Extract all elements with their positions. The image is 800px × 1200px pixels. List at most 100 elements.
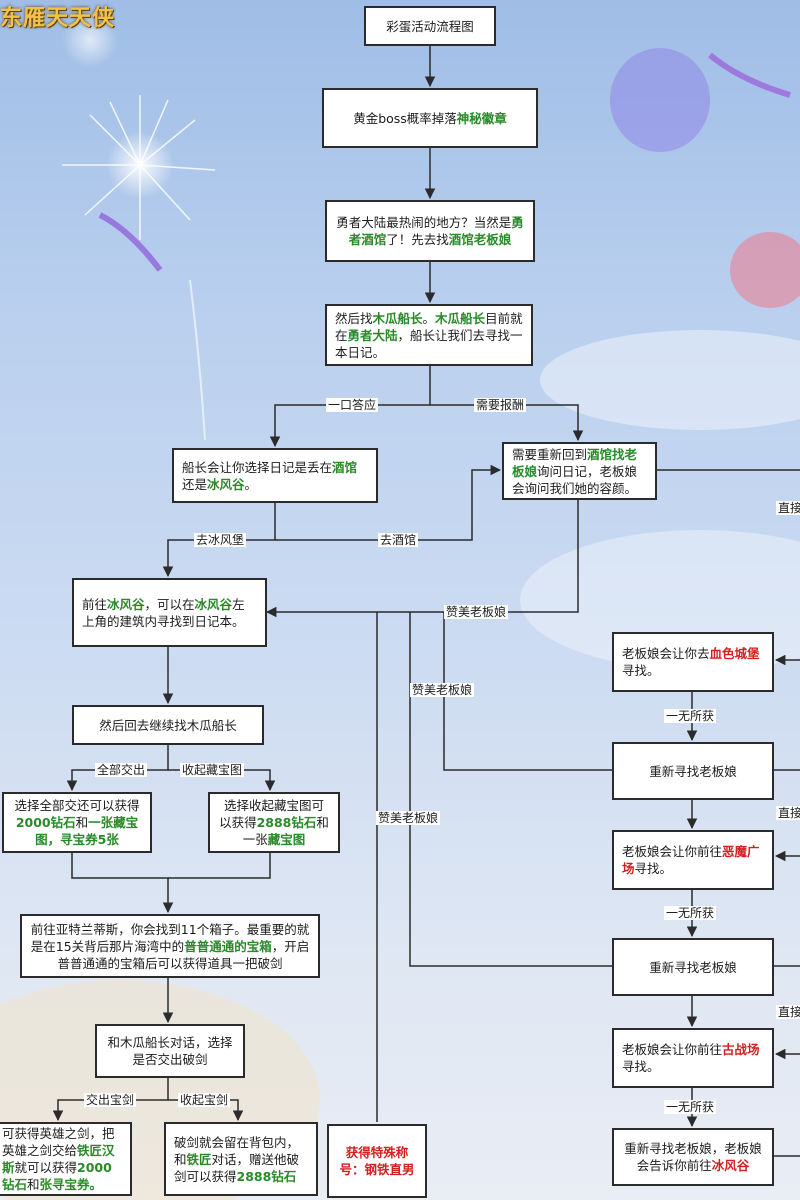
node-text-segment: 老板娘会让你前往 (622, 1042, 723, 1057)
node-text-segment: ，可以在 (144, 596, 195, 612)
flow-node-atlantis: 前往亚特兰蒂斯，你会找到11个箱子。最重要的就是在15关背后那片海湾中的普普通通… (20, 914, 320, 978)
pink-balloon (730, 232, 800, 308)
node-text-segment: 彩蛋活动流程图 (386, 18, 474, 34)
node-text-segment: 老板娘会让你前往 (622, 844, 723, 859)
flow-node-title: 彩蛋活动流程图 (364, 6, 496, 46)
node-text-segment: 破剑就会留在背包内，和 (174, 1134, 300, 1167)
node-text-segment: 古战场 (722, 1042, 760, 1057)
node-text-segment: 寻找。 (622, 663, 660, 678)
purple-balloon (610, 48, 710, 152)
node-text-segment: 木瓜船长 (372, 310, 423, 326)
flow-node-search-again-1: 重新寻找老板娘 (612, 742, 774, 800)
node-text-segment: 重新寻找老板娘 (649, 763, 737, 779)
flow-node-back-to-captain: 然后回去继续找木瓜船长 (72, 705, 264, 745)
node-text-segment: 和 (75, 815, 89, 830)
node-text-segment: 2888钻石 (236, 1168, 297, 1184)
node-text-segment: 铁匠 (186, 1151, 212, 1167)
node-text-segment: 前往 (82, 596, 108, 612)
node-text-segment: 神秘徽章 (456, 110, 507, 126)
edge-label-praise-3: 赞美老板娘 (376, 811, 441, 825)
node-text-segment: 黄金boss概率掉落 (353, 110, 457, 126)
edge-label-reward: 需要报酬 (474, 398, 527, 412)
node-text-segment: 2000钻石 (2, 1160, 112, 1192)
node-text-segment: 勇者酒馆 (348, 215, 524, 247)
flow-node-ice-valley: 前往冰风谷，可以在冰风谷左上角的建筑内寻找到日记本。 (72, 578, 267, 647)
node-text-segment: 需要重新回到 (512, 446, 588, 462)
node-text-segment: 还是 (182, 476, 208, 492)
node-text-segment: 然后回去继续找木瓜船长 (99, 717, 237, 733)
flow-node-battlefield: 老板娘会让你前往古战场寻找。 (612, 1028, 774, 1088)
flow-node-devil-square: 老板娘会让你前往恶魔广场寻找。 (612, 830, 774, 890)
node-text-segment: 冰风谷 (107, 596, 145, 612)
edge-label-praise-1: 赞美老板娘 (444, 605, 509, 619)
edge-label-nothing-3: 一无所获 (664, 1100, 717, 1114)
flow-node-tavern: 勇者大陆最热闹的地方？当然是勇者酒馆了！先去找酒馆老板娘 (325, 200, 535, 262)
node-text-segment: 老板娘会让你去 (622, 646, 710, 661)
node-text-segment: 前往亚特兰蒂斯，你会找到11个箱子。 (30, 921, 247, 937)
edge-label-go-ice-fort: 去冰风堡 (194, 533, 247, 547)
node-text-segment: 寻找。 (622, 1059, 660, 1074)
edge-label-direct-1: 直接 (776, 501, 800, 515)
flow-node-return-tavern: 需要重新回到酒馆找老板娘询问日记，老板娘会询问我们她的容颜。 (502, 442, 657, 500)
node-text-segment: 询问日记，老板娘会询问我们她的容颜。 (512, 463, 638, 496)
edge-label-agree: 一口答应 (326, 398, 379, 412)
node-text-segment: 冰风谷 (194, 596, 233, 612)
flow-node-search-again-3: 重新寻找老板娘，老板娘会告诉你前往冰风谷 (612, 1128, 774, 1186)
flow-node-keep-sword: 破剑就会留在背包内，和铁匠对话，赠送他破剑可以获得2888钻石 (164, 1122, 318, 1196)
node-text-segment: 最重要的就是在15关背后那片海湾中的 (30, 921, 310, 954)
edge-n19-left (409, 612, 612, 967)
node-text-segment: 选择全部交还可以获得 (14, 798, 140, 813)
node-text-segment: 就可以获得 (14, 1160, 78, 1175)
node-text-segment: 酒馆找老板娘 (512, 446, 638, 479)
edge-label-nothing-1: 一无所获 (664, 709, 717, 723)
edge-n5-n6 (275, 464, 502, 541)
edge-label-direct-2: 直接 (776, 806, 800, 820)
edge-n10-n11 (168, 853, 271, 879)
node-text-segment: 2000钻石 (15, 815, 76, 830)
edge-label-hand-all: 全部交出 (95, 763, 148, 777)
node-text-segment: 勇者大陆 (347, 327, 398, 343)
flow-node-search-again-2: 重新寻找老板娘 (612, 938, 774, 996)
flow-node-choose-diary: 船长会让你选择日记是丢在酒馆还是冰风谷。 (172, 448, 378, 503)
edge-label-keep-sword: 收起宝剑 (178, 1093, 231, 1107)
node-text-segment: 了！先去找 (386, 232, 449, 247)
node-text-segment: 和一张 (242, 815, 329, 847)
flow-node-hero-sword: 可获得英雄之剑，把英雄之剑交给铁匠汉斯就可以获得2000钻石和张寻宝券。 (0, 1122, 132, 1196)
edge-label-go-tavern: 去酒馆 (378, 533, 419, 547)
flow-node-title-reward: 获得特殊称号：钢铁直男 (327, 1124, 427, 1198)
node-text-segment: 重新寻找老板娘，老板娘会告诉你前往 (624, 1141, 762, 1173)
node-text-segment: 张寻宝券。 (39, 1177, 103, 1192)
edge-n6-n7 (265, 500, 579, 618)
edge-n17-left (443, 612, 612, 771)
node-text-segment: 木瓜船长 (435, 310, 486, 326)
node-text-segment: 可获得英雄之剑，把英雄之剑交给 (2, 1126, 115, 1158)
node-text-segment: 酒馆 (332, 459, 358, 475)
node-text-segment: 和 (27, 1177, 40, 1192)
node-text-segment: 普普通通的宝箱 (184, 938, 272, 954)
edge-label-keep-map: 收起藏宝图 (180, 763, 245, 777)
edge-label-direct-3: 直接 (776, 1005, 800, 1019)
node-text-segment: 获得特殊称号：钢铁直男 (339, 1145, 415, 1177)
node-text-segment: 勇者大陆最热闹的地方？当然是 (336, 215, 512, 230)
node-text-segment: 恶魔广场 (622, 844, 760, 876)
flow-node-boss-drop: 黄金boss概率掉落神秘徽章 (322, 88, 538, 148)
node-text-segment: 重新寻找老板娘 (649, 959, 737, 975)
edge-n9-n11 (71, 853, 174, 914)
node-text-segment: ，船长让我们去寻找一本日记。 (335, 327, 523, 360)
node-text-segment: 船长会让你选择日记是丢在 (182, 459, 333, 475)
node-text-segment: 和木瓜船长对话，选择是否交出破剑 (107, 1035, 233, 1067)
node-text-segment: 选择收起藏宝图可以获得 (219, 798, 324, 830)
node-text-segment: 冰风谷 (711, 1158, 750, 1173)
node-text-segment: 然后找 (335, 310, 373, 326)
node-text-segment: 目前就在 (335, 310, 523, 343)
node-text-segment: 左上角的建筑内寻找到日记本。 (82, 596, 245, 629)
edge-label-hand-sword: 交出宝剑 (84, 1093, 137, 1107)
flow-node-blood-castle: 老板娘会让你去血色城堡寻找。 (612, 632, 774, 692)
node-text-segment: 血色城堡 (709, 646, 760, 661)
node-text-segment: 藏宝图 (267, 832, 306, 847)
edge-label-praise-2: 赞美老板娘 (410, 683, 475, 697)
game-logo: 东雁天天侠 (0, 5, 116, 31)
edge-label-nothing-2: 一无所获 (664, 906, 717, 920)
flow-node-broken-sword: 和木瓜船长对话，选择是否交出破剑 (95, 1024, 245, 1078)
flow-node-hand-all: 选择全部交还可以获得2000钻石和一张藏宝图，寻宝券5张 (2, 792, 152, 853)
